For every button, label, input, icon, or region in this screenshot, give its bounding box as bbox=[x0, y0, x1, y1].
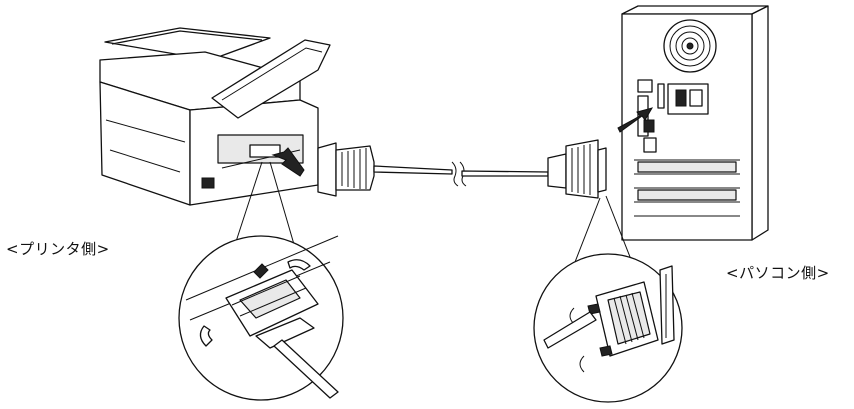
printer-side-label: <プリンタ側> bbox=[6, 240, 110, 258]
pc-side-label: <パソコン側> bbox=[726, 264, 830, 282]
pc-port-detail bbox=[533, 253, 683, 403]
pc-tower-illustration bbox=[617, 5, 769, 241]
printer-port-detail bbox=[178, 235, 344, 401]
printer-illustration bbox=[99, 27, 331, 206]
parallel-cable bbox=[317, 139, 607, 199]
